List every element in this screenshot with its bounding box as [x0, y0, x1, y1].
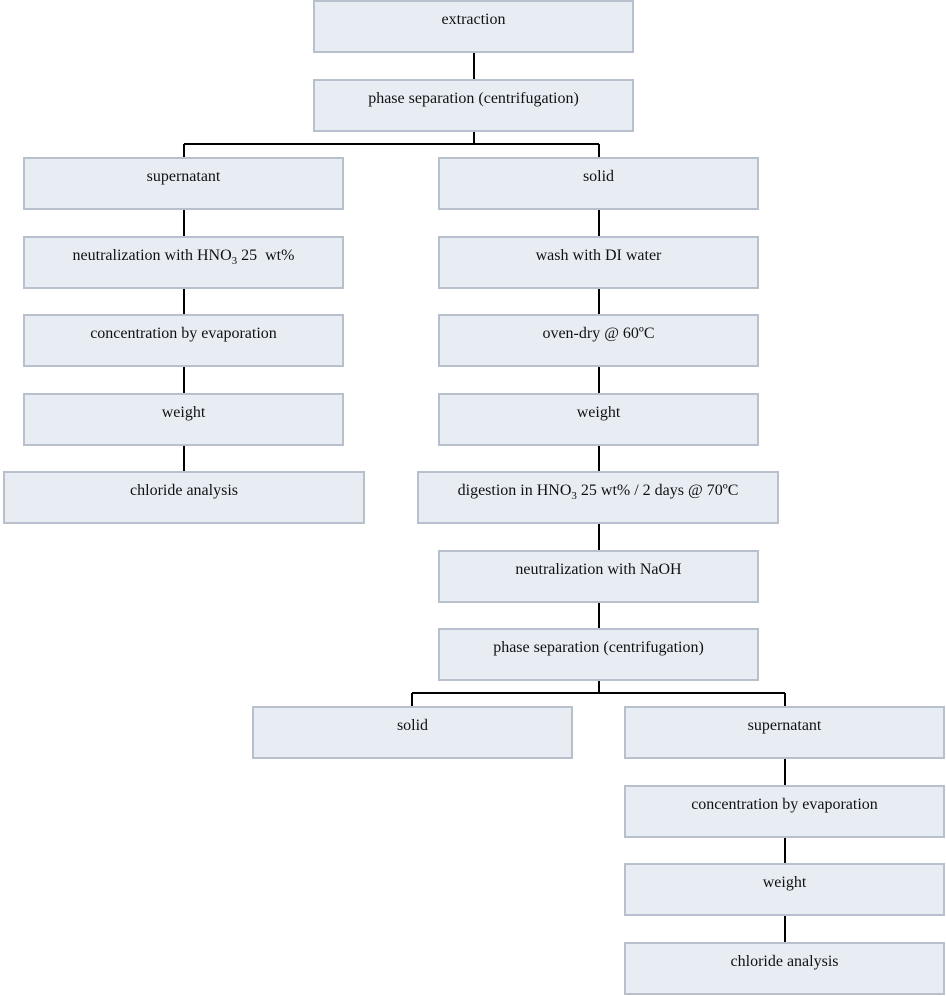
node-neutralization-hno3-label: neutralization with HNO3 25 wt%: [72, 247, 295, 268]
node-supernatant-1: supernatant: [23, 157, 344, 210]
node-phase-separation-2: phase separation (centrifugation): [438, 628, 759, 681]
node-supernatant-2-label: supernatant: [747, 717, 822, 734]
node-weight-3: weight: [624, 863, 945, 916]
node-neutralization-naoh-label: neutralization with NaOH: [515, 561, 682, 578]
node-wash-di-water-label: wash with DI water: [535, 247, 662, 264]
node-neutralization-naoh: neutralization with NaOH: [438, 550, 759, 603]
node-wash-di-water: wash with DI water: [438, 236, 759, 289]
connector-phase-sep-split: [183, 131, 600, 158]
node-oven-dry: oven-dry @ 60ºC: [438, 314, 759, 367]
node-weight-2-label: weight: [576, 404, 621, 421]
node-digestion: digestion in HNO3 25 wt% / 2 days @ 70ºC: [417, 471, 779, 524]
node-weight-2: weight: [438, 393, 759, 446]
node-chloride-analysis-2: chloride analysis: [624, 942, 945, 995]
node-concentration-evaporation-1-label: concentration by evaporation: [90, 325, 277, 342]
node-oven-dry-label: oven-dry @ 60ºC: [542, 325, 655, 342]
node-digestion-label: digestion in HNO3 25 wt% / 2 days @ 70ºC: [457, 482, 739, 503]
node-solid-1: solid: [438, 157, 759, 210]
node-chloride-analysis-2-label: chloride analysis: [730, 953, 839, 970]
node-concentration-evaporation-1: concentration by evaporation: [23, 314, 344, 367]
node-phase-separation-1-label: phase separation (centrifugation): [368, 90, 579, 107]
node-concentration-evaporation-2-label: concentration by evaporation: [691, 796, 878, 813]
connector-phase-sep-2-split: [411, 680, 786, 707]
node-chloride-analysis-1: chloride analysis: [3, 471, 365, 524]
node-chloride-analysis-1-label: chloride analysis: [130, 482, 238, 499]
node-neutralization-hno3: neutralization with HNO3 25 wt%: [23, 236, 344, 289]
node-phase-separation-1: phase separation (centrifugation): [313, 79, 634, 132]
node-phase-separation-2-label: phase separation (centrifugation): [493, 639, 704, 656]
node-extraction-label: extraction: [441, 11, 506, 28]
node-extraction: extraction: [313, 0, 634, 53]
node-supernatant-1-label: supernatant: [146, 168, 221, 185]
node-weight-1-label: weight: [161, 404, 206, 421]
node-solid-2-label: solid: [396, 717, 429, 734]
node-concentration-evaporation-2: concentration by evaporation: [624, 785, 945, 838]
node-weight-3-label: weight: [762, 874, 807, 891]
node-supernatant-2: supernatant: [624, 706, 945, 759]
node-solid-2: solid: [252, 706, 573, 759]
node-solid-1-label: solid: [582, 168, 615, 185]
node-weight-1: weight: [23, 393, 344, 446]
